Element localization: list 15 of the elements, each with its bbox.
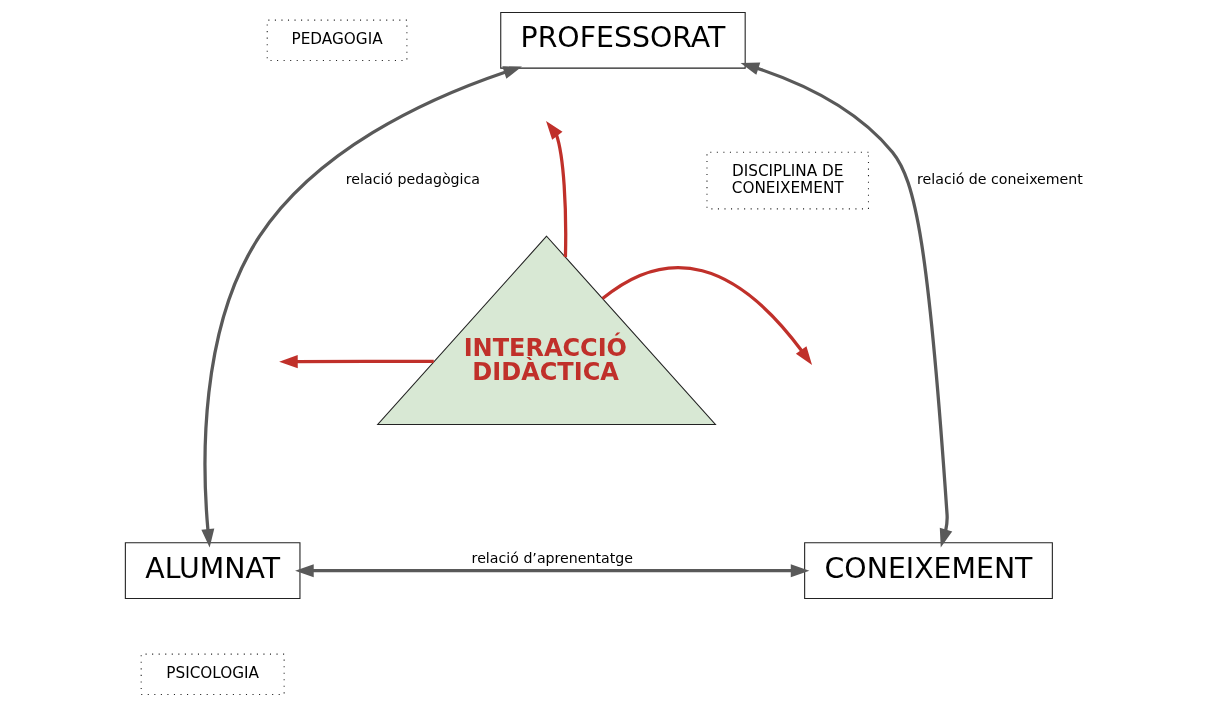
node-box: PROFESSORAT <box>500 11 746 69</box>
edge-label: relació pedagògica <box>345 171 481 188</box>
node-box: PEDAGOGIA <box>266 19 408 62</box>
arrow <box>601 266 813 366</box>
node-box: ALUMNAT <box>124 542 301 600</box>
edge-label: relació de coneixement <box>917 171 1083 188</box>
node-box: DISCIPLINA DE CONEIXEMENT <box>706 151 870 210</box>
arrow <box>546 120 568 258</box>
node-box: PSICOLOGIA <box>140 653 285 696</box>
edge-label: relació d’aprenentatge <box>471 550 633 567</box>
arrow <box>740 62 953 548</box>
arrow <box>201 66 522 548</box>
arrow <box>279 355 434 369</box>
node-box: CONEIXEMENT <box>804 542 1053 600</box>
arrow <box>295 564 810 578</box>
